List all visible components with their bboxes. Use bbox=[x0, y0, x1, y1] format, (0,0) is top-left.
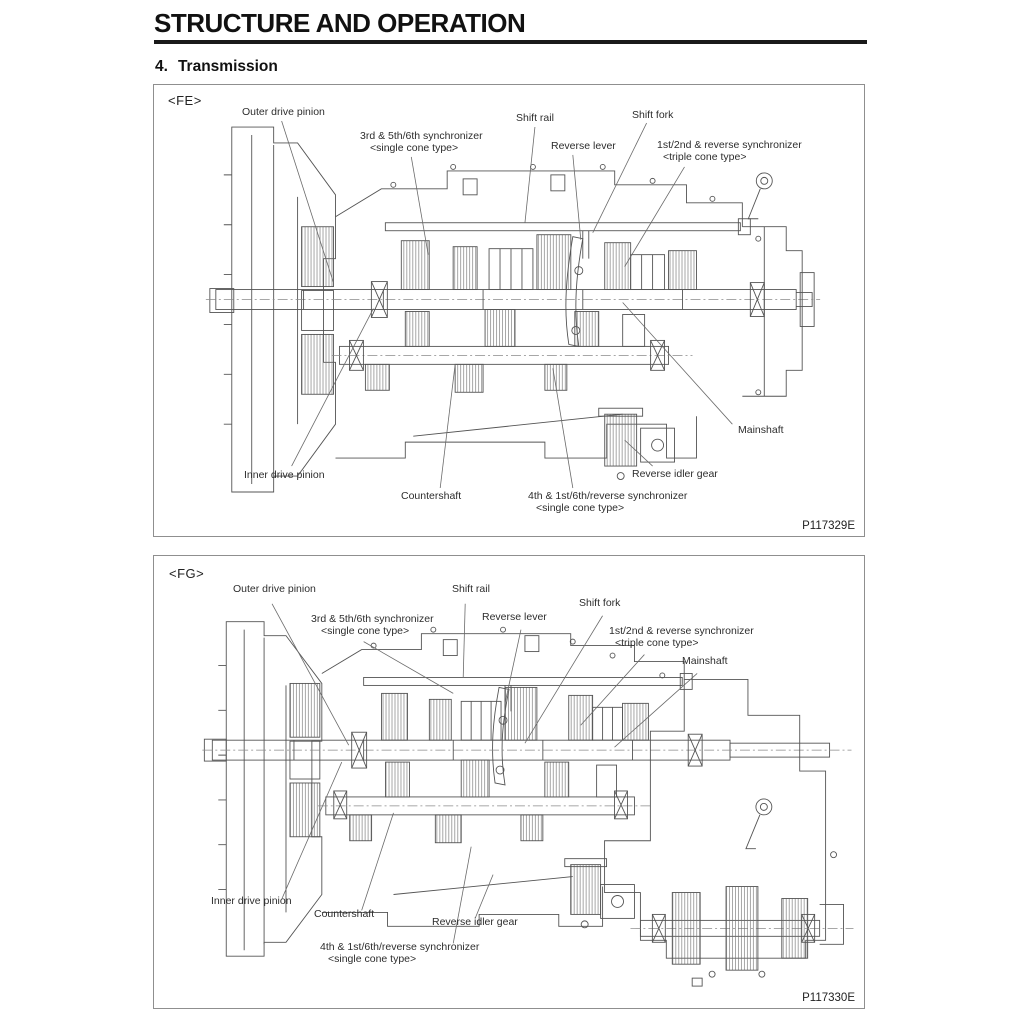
leader-lines bbox=[271, 603, 698, 944]
label-inner-drive-pinion: Inner drive pinion bbox=[244, 469, 325, 481]
section-heading: 4. Transmission bbox=[155, 58, 278, 76]
label-inner-drive-pinion: Inner drive pinion bbox=[211, 895, 292, 907]
label-sync-1st2nd-reverse: 1st/2nd & reverse synchronizer<triple co… bbox=[657, 139, 802, 163]
label-reverse-lever: Reverse lever bbox=[551, 140, 616, 152]
label-outer-drive-pinion: Outer drive pinion bbox=[233, 583, 316, 595]
label-countershaft: Countershaft bbox=[314, 908, 375, 920]
page-title: STRUCTURE AND OPERATION bbox=[154, 8, 526, 38]
figure-fg-transmission: <FG> Outer drive pinion 3rd & 5th/6th sy… bbox=[153, 555, 865, 1009]
label-sync-3rd-5th6th: 3rd & 5th/6th synchronizer<single cone t… bbox=[360, 130, 483, 154]
label-reverse-lever: Reverse lever bbox=[482, 611, 547, 623]
label-sync-1st2nd-reverse: 1st/2nd & reverse synchronizer<triple co… bbox=[609, 625, 754, 649]
label-mainshaft: Mainshaft bbox=[738, 424, 784, 436]
label-mainshaft: Mainshaft bbox=[682, 655, 728, 667]
label-outer-drive-pinion: Outer drive pinion bbox=[242, 106, 325, 118]
transmission-diagram-fe bbox=[205, 120, 821, 493]
label-sync-3rd-5th6th: 3rd & 5th/6th synchronizer<single cone t… bbox=[311, 613, 434, 637]
label-sync-4th-1st6th-reverse: 4th & 1st/6th/reverse synchronizer<singl… bbox=[528, 490, 688, 514]
label-reverse-idler-gear: Reverse idler gear bbox=[632, 468, 718, 480]
label-reverse-idler-gear: Reverse idler gear bbox=[432, 916, 518, 928]
label-shift-rail: Shift rail bbox=[516, 112, 554, 124]
label-sync-4th-1st6th-reverse: 4th & 1st/6th/reverse synchronizer<singl… bbox=[320, 941, 480, 965]
label-shift-rail: Shift rail bbox=[452, 583, 490, 595]
machine-drawing bbox=[205, 126, 821, 493]
label-countershaft: Countershaft bbox=[401, 490, 462, 502]
figure-variant-tag: <FG> bbox=[169, 566, 205, 581]
section-title: Transmission bbox=[177, 58, 278, 75]
transmission-diagram-fg bbox=[202, 603, 854, 987]
title-rule bbox=[154, 40, 867, 44]
figure-fe-transmission: <FE> Outer drive pinion 3rd & 5th/6th sy… bbox=[153, 84, 865, 537]
figure-variant-tag: <FE> bbox=[168, 93, 202, 108]
label-shift-fork: Shift fork bbox=[579, 597, 621, 609]
machine-drawing bbox=[202, 621, 854, 987]
figure-code: P117330E bbox=[802, 992, 855, 1004]
figure-code: P117329E bbox=[802, 520, 855, 532]
label-shift-fork: Shift fork bbox=[632, 109, 674, 121]
section-number: 4. bbox=[155, 58, 168, 75]
leader-lines bbox=[281, 120, 733, 489]
